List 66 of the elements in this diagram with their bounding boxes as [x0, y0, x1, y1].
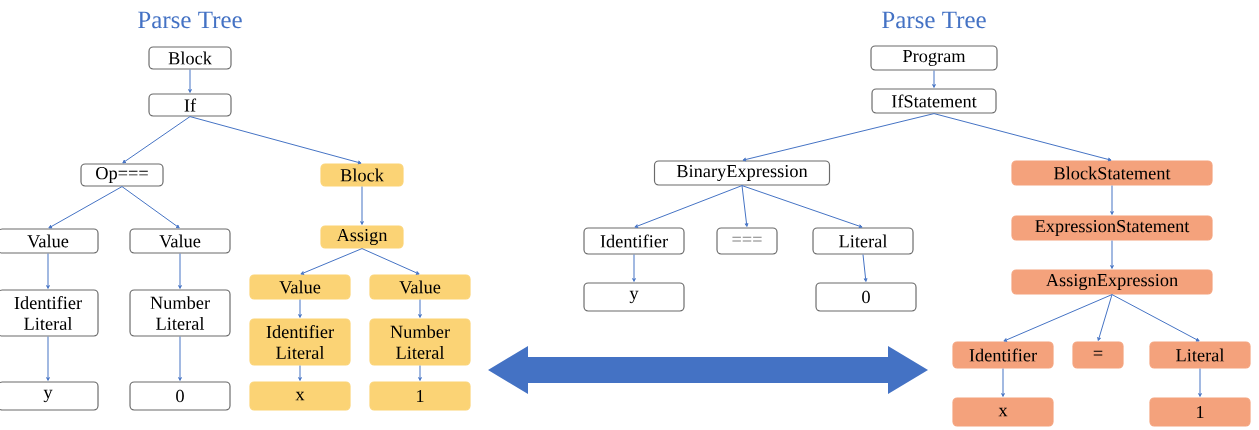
tree-node: Block [148, 46, 232, 70]
arrow [300, 248, 363, 275]
tree-node: Identifier [583, 227, 685, 255]
tree-node: Value [369, 274, 471, 300]
arrow [741, 185, 749, 227]
tree-node: y [583, 282, 685, 312]
tree-node: Value [129, 228, 231, 254]
arrow [741, 185, 863, 228]
arrow [298, 299, 302, 318]
tree-node: Identifier Literal [0, 289, 99, 337]
tree-node: If [148, 93, 232, 117]
arrow [632, 254, 636, 282]
arrow [178, 253, 182, 289]
tree-node: x [249, 381, 351, 411]
arrow [1110, 240, 1114, 269]
arrow [121, 186, 180, 229]
arrow [189, 116, 362, 165]
arrow [361, 248, 420, 275]
tree-node: x [952, 397, 1054, 427]
tree-node: BinaryExpression [653, 160, 831, 186]
arrow [932, 70, 936, 88]
arrow [122, 116, 191, 164]
arrow [1110, 185, 1114, 215]
arrow [933, 113, 1112, 162]
tree-node: Number Literal [129, 289, 231, 337]
arrow [634, 185, 743, 228]
tree-node: ExpressionStatement [1011, 215, 1213, 241]
arrow [1111, 294, 1200, 342]
arrow [862, 254, 868, 282]
arrow [46, 336, 50, 381]
tree-node: BlockStatement [1011, 160, 1213, 186]
arrow [1001, 368, 1005, 397]
tree-node: Op=== [80, 163, 164, 187]
tree-node: Value [0, 228, 99, 254]
tree-node: Literal [1149, 341, 1251, 369]
arrow [1198, 368, 1202, 397]
tree-node: Assign [320, 225, 404, 249]
tree-node: AssignExpression [1011, 269, 1213, 295]
tree-node: === [716, 227, 778, 255]
tree-node: = [1072, 341, 1124, 369]
tree-node: Literal [812, 227, 914, 255]
arrow [298, 365, 302, 381]
tree-node: Value [249, 274, 351, 300]
tree-node: 0 [129, 381, 231, 411]
arrow [46, 253, 50, 289]
arrow [188, 69, 192, 93]
tree-node: Program [870, 45, 998, 71]
tree-node: Identifier Literal [249, 318, 351, 366]
arrow [178, 336, 182, 381]
arrow [1003, 294, 1113, 342]
arrow [1097, 294, 1113, 341]
arrow [418, 299, 422, 318]
tree-node: 1 [369, 381, 471, 411]
tree-title: Parse Tree [138, 11, 242, 29]
tree-node: 1 [1149, 397, 1251, 427]
arrow [48, 186, 123, 229]
arrow [360, 186, 364, 225]
tree-node: Identifier [952, 341, 1054, 369]
tree-node: Block [320, 163, 404, 187]
tree-node: Number Literal [369, 318, 471, 366]
tree-node: 0 [815, 282, 917, 312]
arrow [742, 113, 935, 162]
tree-node: y [0, 381, 99, 411]
tree-title: Parse Tree [882, 11, 986, 29]
arrow [418, 365, 422, 381]
tree-node: IfStatement [871, 88, 997, 114]
